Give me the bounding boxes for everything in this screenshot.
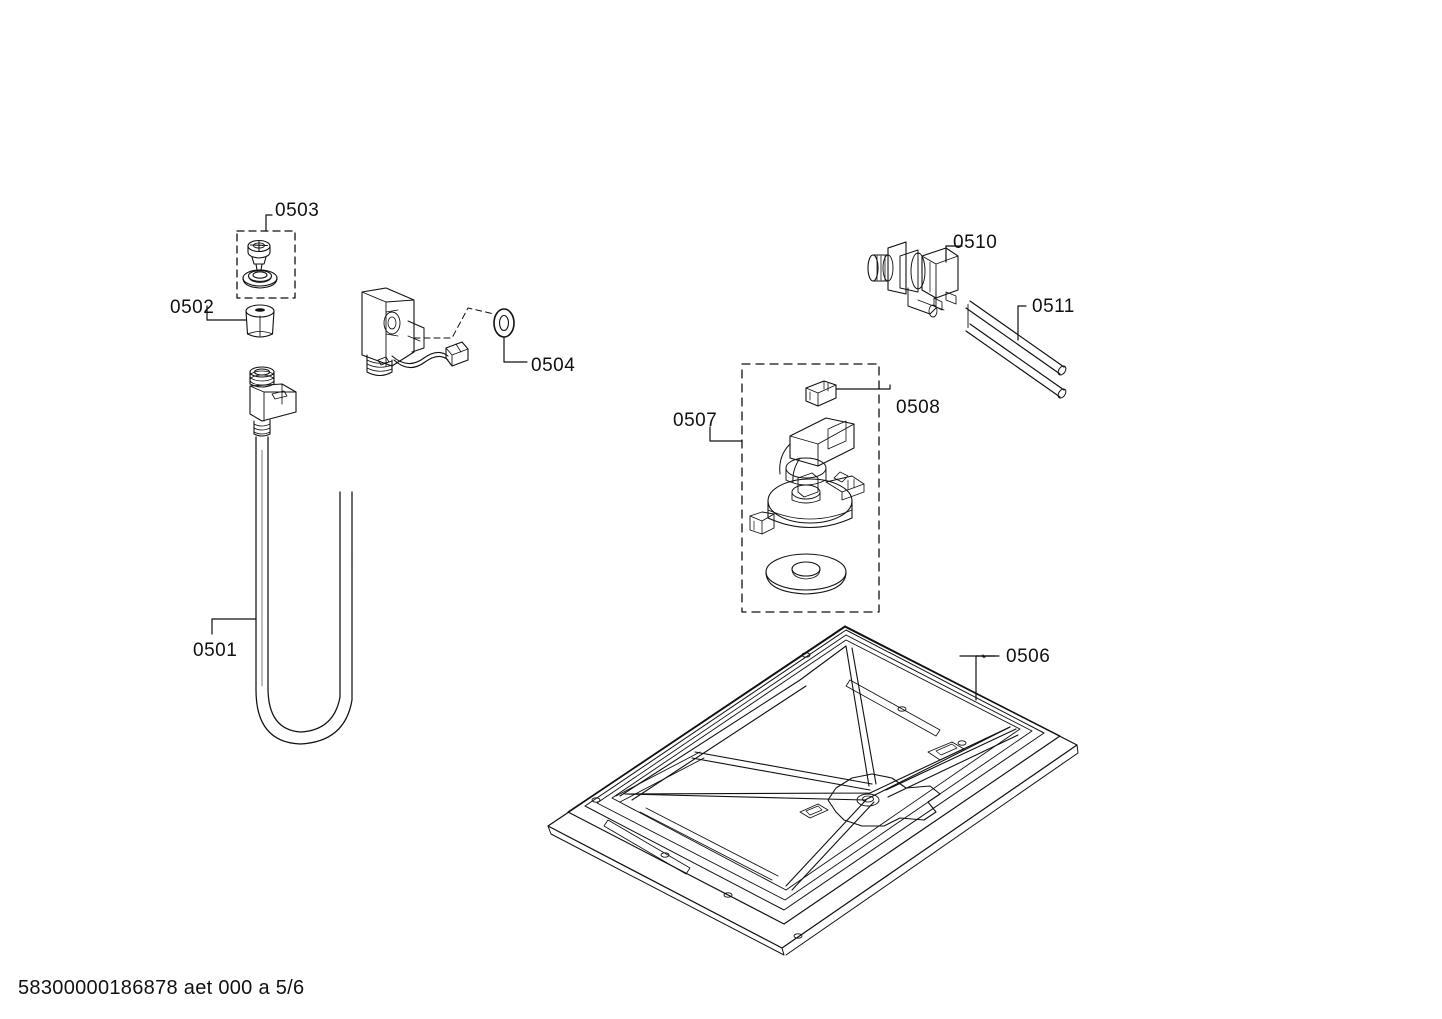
leader-0501: [211, 618, 257, 635]
callout-label-0503: 0503: [275, 200, 320, 221]
part-0502-cap: [245, 304, 275, 338]
part-0506-base-plate: [547, 625, 1079, 956]
leader-0508: [835, 384, 891, 390]
part-0503-washer: [242, 269, 278, 289]
callout-label-0507: 0507: [673, 410, 718, 431]
part-0508-connector: [805, 380, 837, 407]
dashed-group-0503: [236, 214, 296, 299]
part-0501-inlet-hose: [249, 366, 353, 745]
sheet-footer-reference: 58300000186878 aet 000 a 5/6: [18, 977, 305, 999]
callout-label-0508: 0508: [896, 397, 941, 418]
part-0511-hoses: [965, 300, 1067, 399]
callout-label-0510: 0510: [953, 232, 998, 253]
leader-0506: [959, 654, 1000, 701]
callout-label-0501: 0501: [193, 640, 238, 661]
part-0503-screw: [247, 239, 271, 271]
part-0510-inlet-valve: [867, 241, 959, 318]
part-0507-drain-pump: [749, 417, 865, 595]
callout-label-0506: 0506: [1006, 646, 1051, 667]
leader-0511: [1017, 305, 1027, 341]
callout-label-0504: 0504: [531, 355, 576, 376]
leader-0504: [503, 337, 528, 363]
leader-0502: [206, 305, 247, 321]
callout-label-0511: 0511: [1032, 296, 1075, 317]
part-0504-o-ring: [493, 308, 515, 338]
part-aquastop-valve-head: [361, 287, 469, 377]
callout-label-0502: 0502: [170, 297, 215, 318]
dashed-group-0507: [709, 363, 880, 613]
leader-0504-dashed: [413, 307, 495, 339]
leader-0510: [945, 245, 963, 263]
